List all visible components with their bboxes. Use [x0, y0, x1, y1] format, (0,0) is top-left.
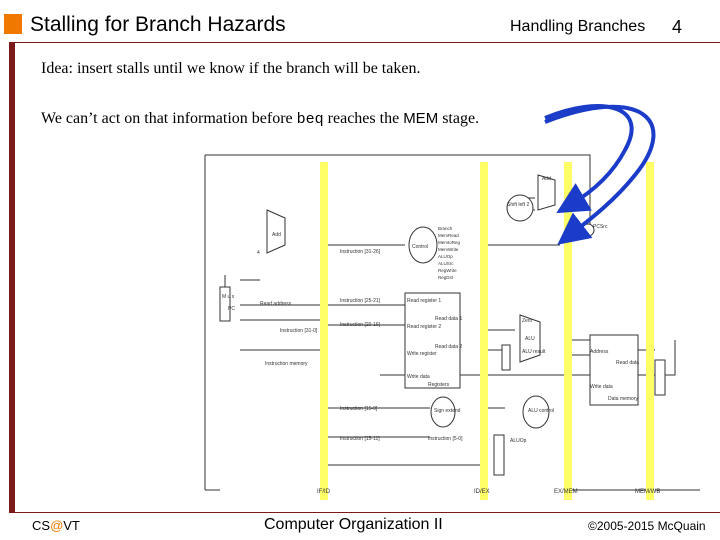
control-signal: ALUSrc	[438, 261, 454, 266]
pipeline-register-bar	[564, 162, 572, 500]
pipeline-label-ifid: IF/ID	[317, 489, 331, 495]
label-add-pc: Add	[272, 232, 281, 238]
label-alu-result: ALU result	[522, 349, 546, 355]
pipeline-register-bar	[480, 162, 488, 500]
section-label: Handling Branches	[510, 18, 646, 35]
accent-square	[4, 14, 22, 34]
pipeline-registers	[320, 162, 654, 500]
label-instruction-31-0: Instruction [31-0]	[280, 328, 318, 334]
control-signal: RegWrite	[438, 268, 457, 273]
label-shift-left-2: Shift left 2	[507, 202, 529, 208]
sign-extend-unit	[430, 396, 456, 428]
writeback-mux	[654, 359, 666, 396]
left-border	[9, 42, 15, 512]
pipeline-label-idex: ID/EX	[474, 489, 490, 495]
beq-code: beq	[296, 111, 324, 128]
label-pc: PC	[228, 306, 235, 312]
explanation-mid: reaches the	[323, 110, 404, 127]
control-signal: MemWrite	[438, 247, 459, 252]
footer-course-title: Computer Organization II	[264, 516, 443, 533]
arrow-to-mem-stage	[544, 104, 656, 245]
pc-mux	[219, 286, 231, 322]
footer-copyright: ©2005-2015 McQuain	[588, 519, 706, 533]
slide-title: Stalling for Branch Hazards	[30, 13, 286, 36]
label-write-data: Write data	[407, 374, 430, 380]
pipeline-label-exmem: EX/MEM	[554, 489, 578, 495]
label-mux-pc: M u x	[222, 294, 235, 300]
control-signal: MemtoReg	[438, 240, 461, 245]
label-instruction-20-16: Instruction [20-16]	[340, 322, 381, 328]
label-instruction-15-0: Instruction [15-0]	[340, 406, 378, 412]
control-signal: ALUOp	[438, 254, 453, 259]
mem-stage: MEM	[403, 110, 439, 127]
label-read-register-1: Read register 1	[407, 298, 441, 304]
label-sign-extend: Sign extend	[434, 408, 461, 414]
slide-number: 4	[672, 17, 683, 37]
label-data-memory: Data memory	[608, 396, 639, 402]
footer-cs: CS	[32, 518, 51, 533]
label-aluop: ALUOp	[510, 438, 527, 444]
control-signal: Branch	[438, 226, 453, 231]
label-read-address: Read address	[260, 301, 292, 307]
control-signal: RegDst	[438, 275, 454, 280]
label-alu: ALU	[525, 336, 535, 342]
label-address: Address	[590, 349, 609, 355]
label-instruction-15-11: Instruction [15-11]	[340, 436, 380, 442]
branch-adder	[537, 174, 556, 211]
arrow-to-branch-adder	[544, 104, 634, 214]
pc-adder	[266, 209, 286, 254]
footer-course-code: CS@VT	[32, 518, 80, 533]
top-divider	[9, 42, 720, 43]
label-alu-zero: Zero	[522, 318, 533, 324]
control-unit	[408, 226, 438, 264]
label-pcsrc: PCSrc	[593, 224, 608, 230]
idea-text: Idea: insert stalls until we know if the…	[41, 60, 421, 77]
explanation-pre: We can’t act on that information before	[41, 110, 297, 127]
label-instruction-31-26: Instruction [31-26]	[340, 249, 381, 255]
shift-left-2	[506, 194, 534, 222]
label-read-data: Read data	[616, 360, 639, 366]
label-add: Add	[542, 176, 551, 182]
regdst-mux	[493, 434, 505, 476]
alu-control	[522, 395, 550, 429]
footer-at: @	[50, 518, 64, 533]
label-instruction-25-21: Instruction [25-21]	[340, 298, 381, 304]
register-file	[404, 292, 461, 389]
label-instruction-5-0: Instruction [5-0]	[428, 436, 463, 442]
footer-vt: VT	[63, 518, 80, 533]
alu-mux	[501, 344, 511, 371]
label-instruction-memory: Instruction memory	[265, 361, 308, 367]
control-signal: MemRead	[438, 233, 459, 238]
label-mem-write-data: Write data	[590, 384, 613, 390]
pipeline-register-labels: IF/ID ID/EX EX/MEM MEM/WB	[317, 489, 660, 495]
pipeline-label-memwb: MEM/WB	[635, 489, 660, 495]
alu	[519, 314, 541, 363]
explanation-post: stage.	[438, 110, 480, 127]
label-registers: Registers	[428, 382, 450, 388]
bottom-divider	[9, 512, 720, 513]
label-four: 4	[257, 250, 260, 256]
label-read-data-2: Read data 2	[435, 344, 462, 350]
pipeline-register-bar	[646, 162, 654, 500]
label-control: Control	[412, 244, 428, 250]
label-read-register-2: Read register 2	[407, 324, 441, 330]
label-alu-control: ALU control	[528, 408, 554, 414]
label-write-register: Write register	[407, 351, 437, 357]
pipeline-datapath-diagram: Add Shift left 2 PCSrc Control Add 4 Ins…	[204, 154, 700, 500]
diagram-labels: Add Shift left 2 PCSrc Control Add 4 Ins…	[222, 176, 639, 444]
explanation-text: We can’t act on that information before …	[41, 110, 479, 128]
label-read-data-1: Read data 1	[435, 316, 462, 322]
pipeline-register-bar	[320, 162, 328, 500]
control-signal-list: Branch MemRead MemtoReg MemWrite ALUOp A…	[438, 226, 461, 280]
data-memory	[589, 334, 639, 406]
